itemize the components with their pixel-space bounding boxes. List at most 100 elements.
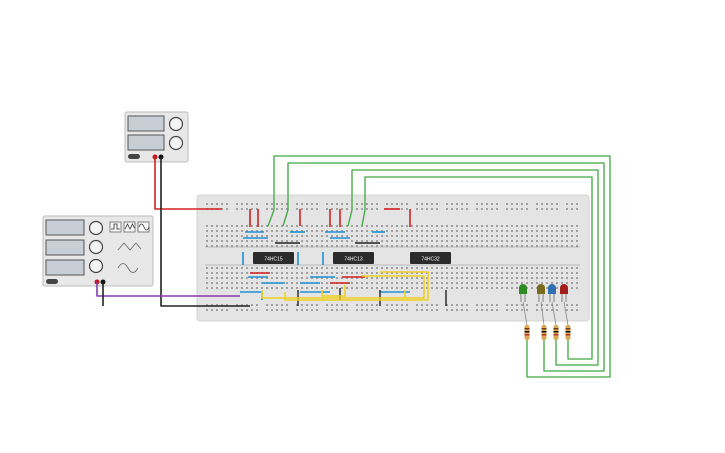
breadboard-hole[interactable] [311, 225, 313, 227]
breadboard-hole[interactable] [241, 245, 243, 247]
breadboard-hole[interactable] [371, 277, 373, 279]
breadboard-hole[interactable] [456, 309, 458, 311]
breadboard-hole[interactable] [246, 235, 248, 237]
breadboard-hole[interactable] [461, 287, 463, 289]
breadboard-hole[interactable] [246, 208, 248, 210]
breadboard-hole[interactable] [326, 208, 328, 210]
breadboard-hole[interactable] [401, 235, 403, 237]
breadboard-hole[interactable] [561, 245, 563, 247]
breadboard-hole[interactable] [346, 304, 348, 306]
breadboard-hole[interactable] [511, 287, 513, 289]
breadboard-hole[interactable] [301, 203, 303, 205]
breadboard-hole[interactable] [416, 272, 418, 274]
breadboard-hole[interactable] [401, 240, 403, 242]
breadboard-hole[interactable] [271, 267, 273, 269]
breadboard-hole[interactable] [441, 272, 443, 274]
breadboard-hole[interactable] [376, 272, 378, 274]
breadboard-hole[interactable] [501, 245, 503, 247]
breadboard-hole[interactable] [341, 208, 343, 210]
breadboard-hole[interactable] [391, 267, 393, 269]
breadboard-hole[interactable] [536, 245, 538, 247]
breadboard-hole[interactable] [546, 277, 548, 279]
breadboard-hole[interactable] [356, 287, 358, 289]
breadboard-hole[interactable] [331, 267, 333, 269]
breadboard-hole[interactable] [451, 208, 453, 210]
breadboard-hole[interactable] [366, 282, 368, 284]
breadboard-hole[interactable] [466, 240, 468, 242]
breadboard-hole[interactable] [381, 282, 383, 284]
breadboard-hole[interactable] [556, 208, 558, 210]
breadboard-hole[interactable] [271, 304, 273, 306]
breadboard-hole[interactable] [366, 304, 368, 306]
breadboard-hole[interactable] [511, 245, 513, 247]
breadboard-hole[interactable] [461, 240, 463, 242]
breadboard-hole[interactable] [371, 272, 373, 274]
breadboard-hole[interactable] [566, 304, 568, 306]
led-green[interactable] [519, 284, 527, 302]
breadboard-hole[interactable] [561, 272, 563, 274]
breadboard-hole[interactable] [251, 235, 253, 237]
breadboard-hole[interactable] [351, 267, 353, 269]
breadboard-hole[interactable] [491, 240, 493, 242]
breadboard-hole[interactable] [256, 277, 258, 279]
breadboard-hole[interactable] [276, 235, 278, 237]
breadboard-hole[interactable] [516, 282, 518, 284]
breadboard-hole[interactable] [346, 267, 348, 269]
led-array[interactable] [519, 284, 568, 302]
breadboard-hole[interactable] [291, 272, 293, 274]
breadboard-hole[interactable] [226, 287, 228, 289]
breadboard-hole[interactable] [316, 309, 318, 311]
breadboard-hole[interactable] [571, 208, 573, 210]
breadboard-hole[interactable] [366, 245, 368, 247]
breadboard-hole[interactable] [356, 282, 358, 284]
breadboard-hole[interactable] [246, 230, 248, 232]
breadboard-hole[interactable] [251, 225, 253, 227]
breadboard-hole[interactable] [471, 230, 473, 232]
breadboard-hole[interactable] [286, 287, 288, 289]
breadboard-hole[interactable] [496, 304, 498, 306]
breadboard-hole[interactable] [566, 235, 568, 237]
breadboard-hole[interactable] [236, 203, 238, 205]
triangle-wave-icon[interactable] [123, 221, 136, 233]
breadboard-hole[interactable] [421, 287, 423, 289]
breadboard-hole[interactable] [276, 304, 278, 306]
breadboard-hole[interactable] [571, 267, 573, 269]
breadboard-hole[interactable] [286, 230, 288, 232]
breadboard-hole[interactable] [341, 235, 343, 237]
breadboard-hole[interactable] [486, 277, 488, 279]
breadboard-hole[interactable] [481, 240, 483, 242]
breadboard-hole[interactable] [541, 277, 543, 279]
breadboard-hole[interactable] [231, 235, 233, 237]
breadboard-hole[interactable] [326, 240, 328, 242]
breadboard-hole[interactable] [436, 267, 438, 269]
breadboard-hole[interactable] [466, 272, 468, 274]
breadboard-hole[interactable] [346, 272, 348, 274]
breadboard-hole[interactable] [301, 230, 303, 232]
breadboard-hole[interactable] [376, 309, 378, 311]
breadboard-hole[interactable] [381, 277, 383, 279]
breadboard-hole[interactable] [241, 277, 243, 279]
breadboard-hole[interactable] [231, 240, 233, 242]
breadboard-hole[interactable] [546, 235, 548, 237]
breadboard-hole[interactable] [511, 309, 513, 311]
breadboard-hole[interactable] [371, 235, 373, 237]
breadboard-hole[interactable] [321, 225, 323, 227]
breadboard-hole[interactable] [356, 272, 358, 274]
breadboard-hole[interactable] [216, 240, 218, 242]
breadboard-hole[interactable] [371, 230, 373, 232]
breadboard-hole[interactable] [541, 272, 543, 274]
breadboard-hole[interactable] [266, 287, 268, 289]
breadboard-hole[interactable] [346, 245, 348, 247]
breadboard-hole[interactable] [231, 277, 233, 279]
breadboard-hole[interactable] [396, 287, 398, 289]
breadboard-hole[interactable] [356, 240, 358, 242]
breadboard-hole[interactable] [401, 277, 403, 279]
breadboard-hole[interactable] [431, 225, 433, 227]
breadboard-hole[interactable] [476, 287, 478, 289]
led-yellow[interactable] [537, 284, 545, 302]
breadboard-hole[interactable] [406, 282, 408, 284]
breadboard-hole[interactable] [366, 225, 368, 227]
breadboard-hole[interactable] [476, 309, 478, 311]
breadboard-hole[interactable] [301, 287, 303, 289]
breadboard-hole[interactable] [301, 225, 303, 227]
